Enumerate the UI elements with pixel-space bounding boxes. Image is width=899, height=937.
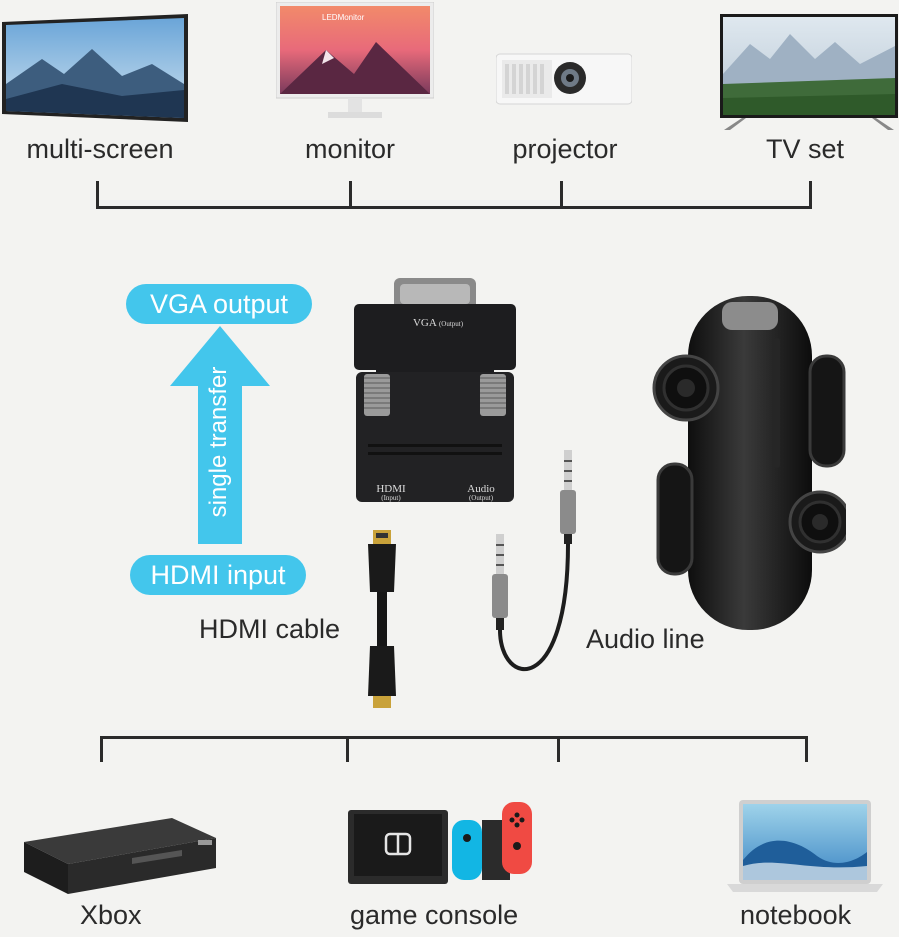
single-transfer-label: single transfer — [205, 366, 232, 518]
audio-line-label: Audio line — [586, 624, 705, 654]
bottom-bracket-tick — [557, 736, 560, 762]
top-bracket-bar — [96, 206, 812, 209]
hdmi-cable-icon — [368, 530, 396, 708]
multi-screen-label: multi-screen — [26, 134, 174, 164]
hdmi-sub-label: (Input) — [381, 494, 401, 502]
xbox-label: Xbox — [80, 900, 142, 930]
top-bracket-tick — [349, 181, 352, 209]
hdmi-port-label: HDMI (Input) — [366, 484, 416, 502]
xbox-console-icon — [24, 818, 216, 894]
vga-output-badge: VGA output — [126, 284, 312, 324]
vga-sub-label: (Output) — [438, 320, 464, 328]
notebook-icon — [727, 800, 883, 892]
top-bracket-tick — [560, 181, 563, 209]
vga-hdmi-adapter — [354, 278, 516, 502]
multi-screen-icon — [2, 14, 188, 122]
notebook-label: notebook — [740, 900, 852, 930]
single-transfer-arrow — [170, 326, 270, 544]
bottom-bracket-tick — [346, 736, 349, 762]
projector-icon — [496, 53, 632, 105]
audio-line-icon — [492, 450, 576, 672]
top-bracket-tick — [96, 181, 99, 209]
tv-icon — [720, 14, 898, 130]
monitor-icon: LEDMonitor — [276, 2, 434, 118]
monitor-label: monitor — [304, 134, 396, 164]
monitor-screen-text: LEDMonitor — [322, 13, 365, 22]
projector-label: projector — [512, 134, 618, 164]
vga-label: VGA — [412, 317, 437, 329]
hdmi-label: HDMI — [376, 483, 406, 495]
speaker-icon — [652, 296, 846, 630]
audio-port-label: Audio (Output) — [456, 484, 506, 502]
tv-label: TV set — [765, 134, 845, 164]
hdmi-input-badge: HDMI input — [130, 555, 306, 595]
game-console-label: game console — [350, 900, 519, 930]
audio-sub-label: (Output) — [468, 494, 494, 502]
audio-label: Audio — [467, 483, 495, 495]
top-bracket-tick — [809, 181, 812, 209]
vga-port-label: VGA (Output) — [388, 318, 488, 329]
hdmi-cable-label: HDMI cable — [199, 614, 341, 644]
bottom-bracket-tick — [805, 736, 808, 762]
game-console-icon — [348, 802, 532, 884]
bottom-bracket-tick — [100, 736, 103, 762]
bottom-bracket-bar — [100, 736, 808, 739]
